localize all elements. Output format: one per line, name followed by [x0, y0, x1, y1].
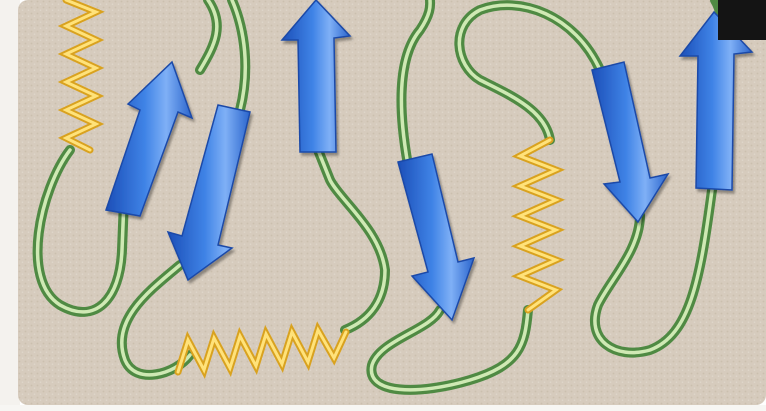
- dark-corner: [718, 0, 766, 40]
- image-bottom-margin: [0, 405, 766, 411]
